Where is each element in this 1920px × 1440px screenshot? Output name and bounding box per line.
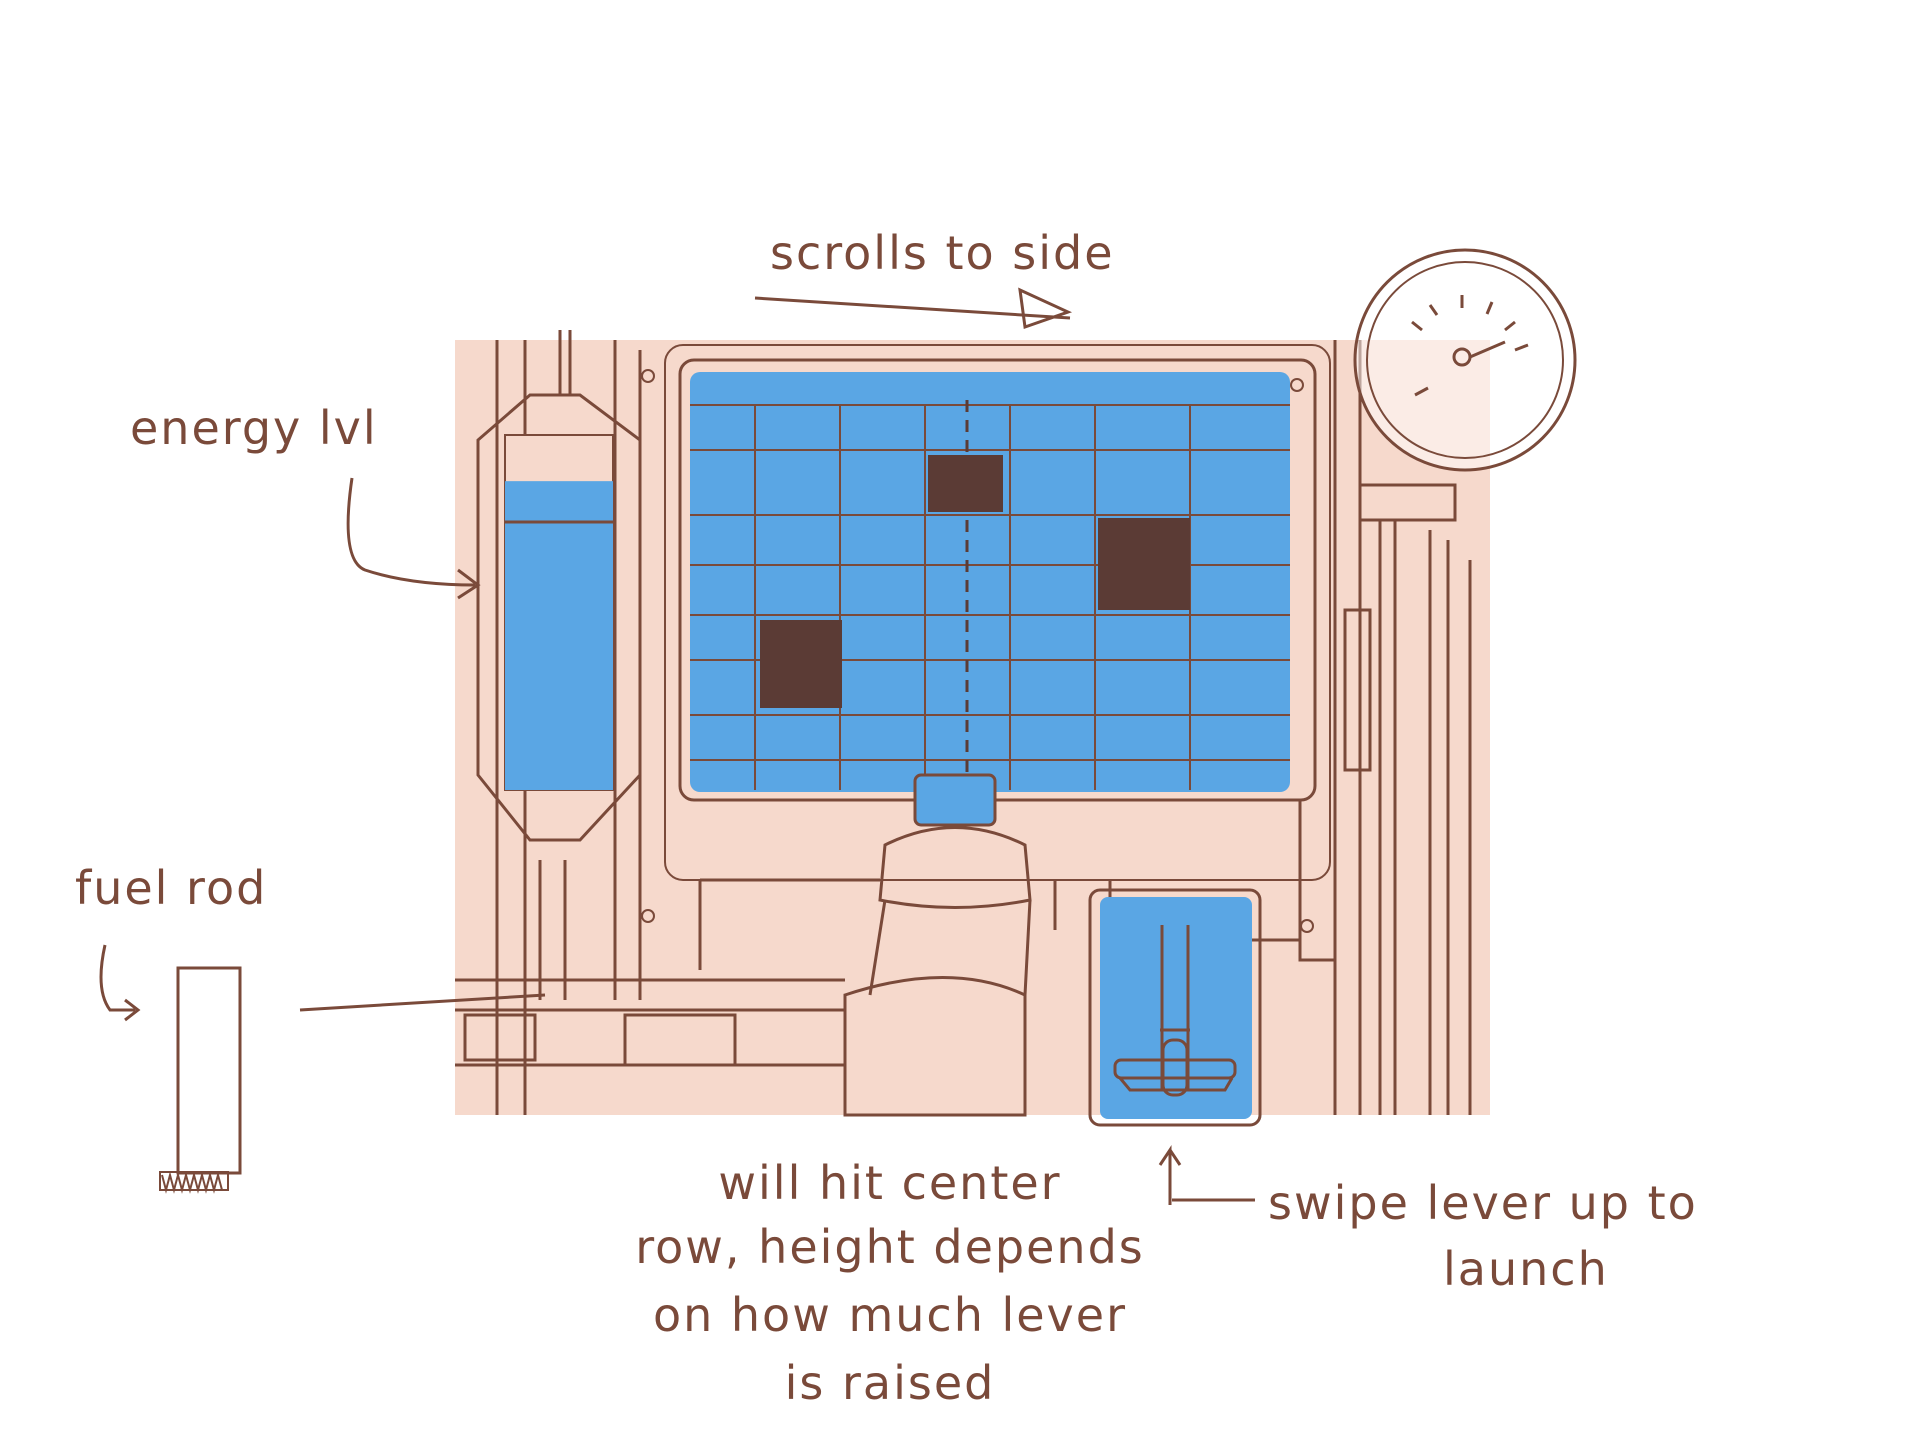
center-row-note-line: will hit center — [610, 1155, 1170, 1211]
target-block — [760, 620, 842, 708]
energy-gauge-fill — [505, 481, 613, 790]
center-row-note-line: on how much lever — [610, 1287, 1170, 1343]
scrolls-note: scrolls to side — [770, 225, 1115, 281]
center-row-note: will hit center row, height depends on h… — [610, 1155, 1170, 1411]
lever-note-line: swipe lever up to — [1268, 1175, 1698, 1231]
center-row-note-line: row, height depends — [610, 1219, 1170, 1275]
center-row-note-line: is raised — [610, 1355, 1170, 1411]
target-block — [928, 455, 1003, 512]
target-grid-screen[interactable] — [690, 372, 1290, 792]
launcher-head — [915, 775, 995, 825]
fuel-rod — [160, 968, 240, 1190]
target-block — [1098, 518, 1190, 610]
lever-note-line: launch — [1443, 1241, 1698, 1297]
fuel-note: fuel rod — [75, 860, 267, 916]
lever-note: swipe lever up to launch — [1268, 1175, 1698, 1297]
energy-note: energy lvl — [130, 400, 378, 456]
pressure-gauge — [1355, 250, 1575, 470]
